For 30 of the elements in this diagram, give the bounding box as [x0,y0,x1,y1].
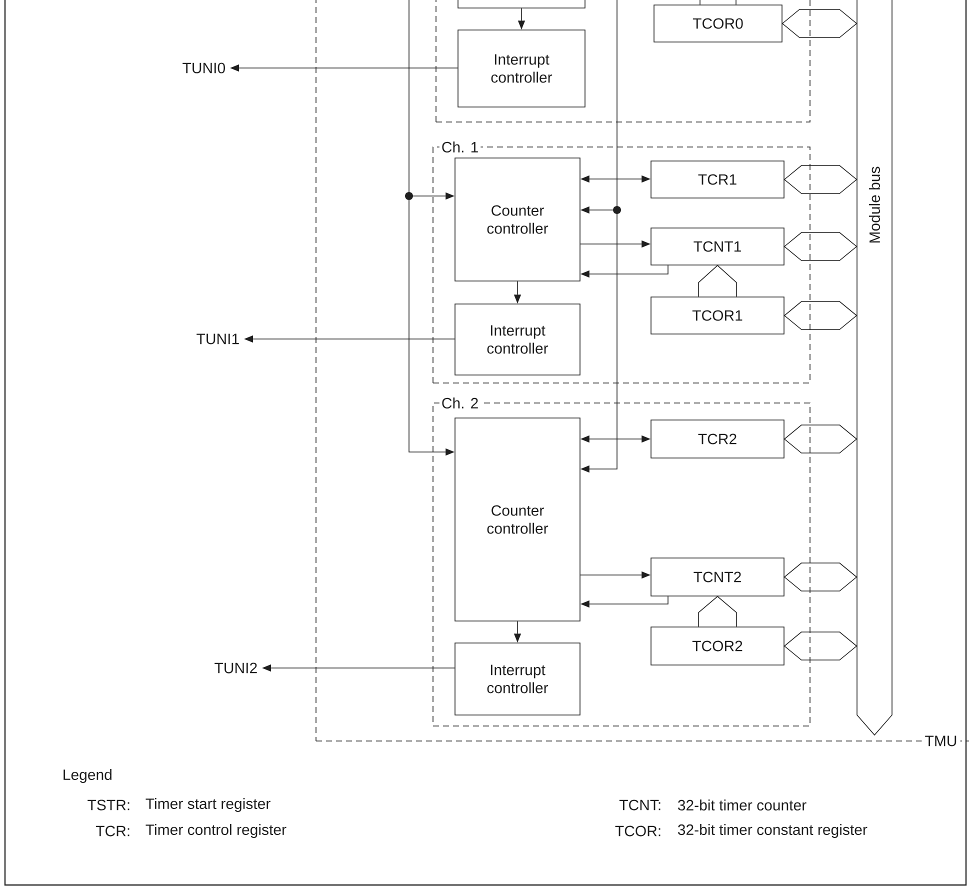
link-shape [700,0,736,5]
legend-key: TSTR: [88,800,130,810]
block-box: TCOR2 [650,626,784,666]
legend-key: TCR: [96,826,130,836]
legend-text: Timer control register [146,824,286,838]
signal-label: TUNI0 [182,62,225,74]
block-box: Interrupt controller [454,642,580,716]
legend-text: Timer start register [146,798,270,812]
block-box: TCOR1 [650,296,784,334]
block-box [458,0,586,8]
legend-text: 32-bit timer constant register [678,824,868,838]
block-box: TCNT1 [650,228,784,266]
block-box: Counter controller [454,418,580,622]
block-box: TCNT2 [650,558,784,596]
block-box: Counter controller [454,158,580,282]
legend-title: Legend [64,769,112,783]
link-shape [698,596,737,627]
module-bus: Module bus [856,0,892,736]
block-box: TCR1 [650,160,784,198]
block-box: TCOR0 [654,4,782,42]
dashed-frame [436,0,810,122]
block-box: Interrupt controller [458,30,586,108]
legend-text: 32-bit timer counter [678,800,806,811]
signal-label: TUNI2 [214,662,257,674]
legend-key: TCNT: [619,800,660,810]
signal-label: TUNI1 [196,334,239,344]
legend-key: TCOR: [615,826,660,836]
block-box: TCR2 [650,420,784,458]
block-box: Interrupt controller [454,304,580,376]
link-shape [698,265,737,297]
